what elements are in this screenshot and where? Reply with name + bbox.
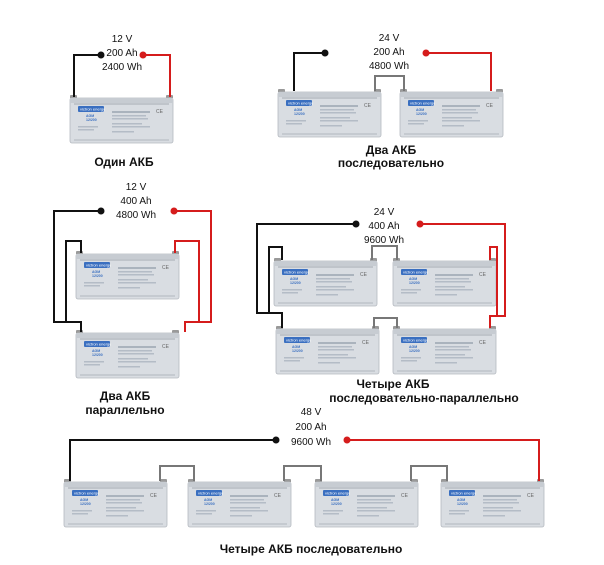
voltage-label: 12 V — [112, 34, 133, 45]
link-wire — [373, 317, 398, 328]
link-wire — [159, 465, 195, 481]
config-four-series: 48 V 200 Ah 9600 Wh Четыре АКБ последова… — [63, 407, 545, 556]
battery — [392, 325, 497, 375]
negative-terminal-dot — [97, 51, 105, 59]
battery — [63, 478, 168, 528]
link-wire — [374, 75, 405, 91]
caption: Четыре АКБ последовательно — [220, 542, 403, 556]
voltage-label: 24 V — [374, 207, 395, 218]
link-wire — [410, 465, 448, 481]
caption-line-2: последовательно-параллельно — [329, 391, 518, 405]
battery — [399, 88, 504, 138]
voltage-label: 12 V — [126, 182, 147, 193]
capacity-label: 200 Ah — [373, 47, 404, 58]
negative-link-wire — [268, 246, 283, 313]
capacity-label: 400 Ah — [120, 196, 151, 207]
capacity-label: 400 Ah — [368, 221, 399, 232]
negative-wire — [293, 52, 325, 91]
caption-line-1: Два АКБ — [366, 143, 417, 157]
negative-link-wire — [65, 240, 82, 322]
negative-wire — [53, 210, 101, 332]
positive-terminal-dot — [416, 220, 424, 228]
negative-wire — [73, 54, 101, 97]
energy-label: 9600 Wh — [364, 235, 404, 246]
energy-label: 4800 Wh — [369, 61, 409, 72]
config-two-series: 24 V 200 Ah 4800 Wh Два АКБ последовател… — [277, 33, 504, 170]
link-wire — [283, 465, 322, 481]
negative-terminal-dot — [97, 207, 105, 215]
caption: Один АКБ — [94, 155, 154, 169]
positive-terminal-dot — [343, 436, 351, 444]
capacity-label: 200 Ah — [106, 48, 137, 59]
positive-link-wire — [489, 246, 498, 316]
positive-wire — [420, 223, 506, 328]
energy-label: 4800 Wh — [116, 210, 156, 221]
positive-wire — [347, 439, 540, 481]
battery — [75, 250, 180, 300]
capacity-label: 200 Ah — [295, 422, 326, 433]
caption-line-1: Два АКБ — [100, 389, 151, 403]
caption-line-2: последовательно — [338, 156, 444, 170]
config-single: 12 V 200 Ah 2400 Wh Один АКБ — [69, 34, 174, 169]
energy-label: 9600 Wh — [291, 437, 331, 448]
caption-line-2: параллельно — [85, 403, 164, 417]
negative-wire — [256, 223, 356, 328]
negative-terminal-dot — [272, 436, 280, 444]
link-wire — [371, 245, 398, 260]
voltage-label: 48 V — [301, 407, 322, 418]
energy-label: 2400 Wh — [102, 62, 142, 73]
negative-wire — [69, 439, 276, 481]
positive-link-wire — [174, 240, 200, 322]
positive-terminal-dot — [170, 207, 178, 215]
caption-line-1: Четыре АКБ — [356, 377, 429, 391]
battery — [75, 329, 180, 379]
negative-terminal-dot — [352, 220, 360, 228]
config-two-parallel: 12 V 400 Ah 4800 Wh Два АКБ параллельно — [53, 182, 212, 417]
battery — [275, 325, 380, 375]
battery — [187, 478, 292, 528]
battery — [440, 478, 545, 528]
battery — [314, 478, 419, 528]
positive-wire — [174, 210, 212, 332]
positive-wire — [426, 52, 492, 91]
battery — [273, 257, 378, 307]
positive-terminal-dot — [422, 49, 430, 57]
battery — [277, 88, 382, 138]
positive-wire — [143, 54, 171, 97]
battery — [392, 257, 497, 307]
battery — [69, 94, 174, 144]
config-four-series-parallel: 24 V 400 Ah 9600 Wh Четыре АКБ последова… — [256, 207, 519, 405]
negative-terminal-dot — [321, 49, 329, 57]
positive-terminal-dot — [139, 51, 147, 59]
voltage-label: 24 V — [379, 33, 400, 44]
